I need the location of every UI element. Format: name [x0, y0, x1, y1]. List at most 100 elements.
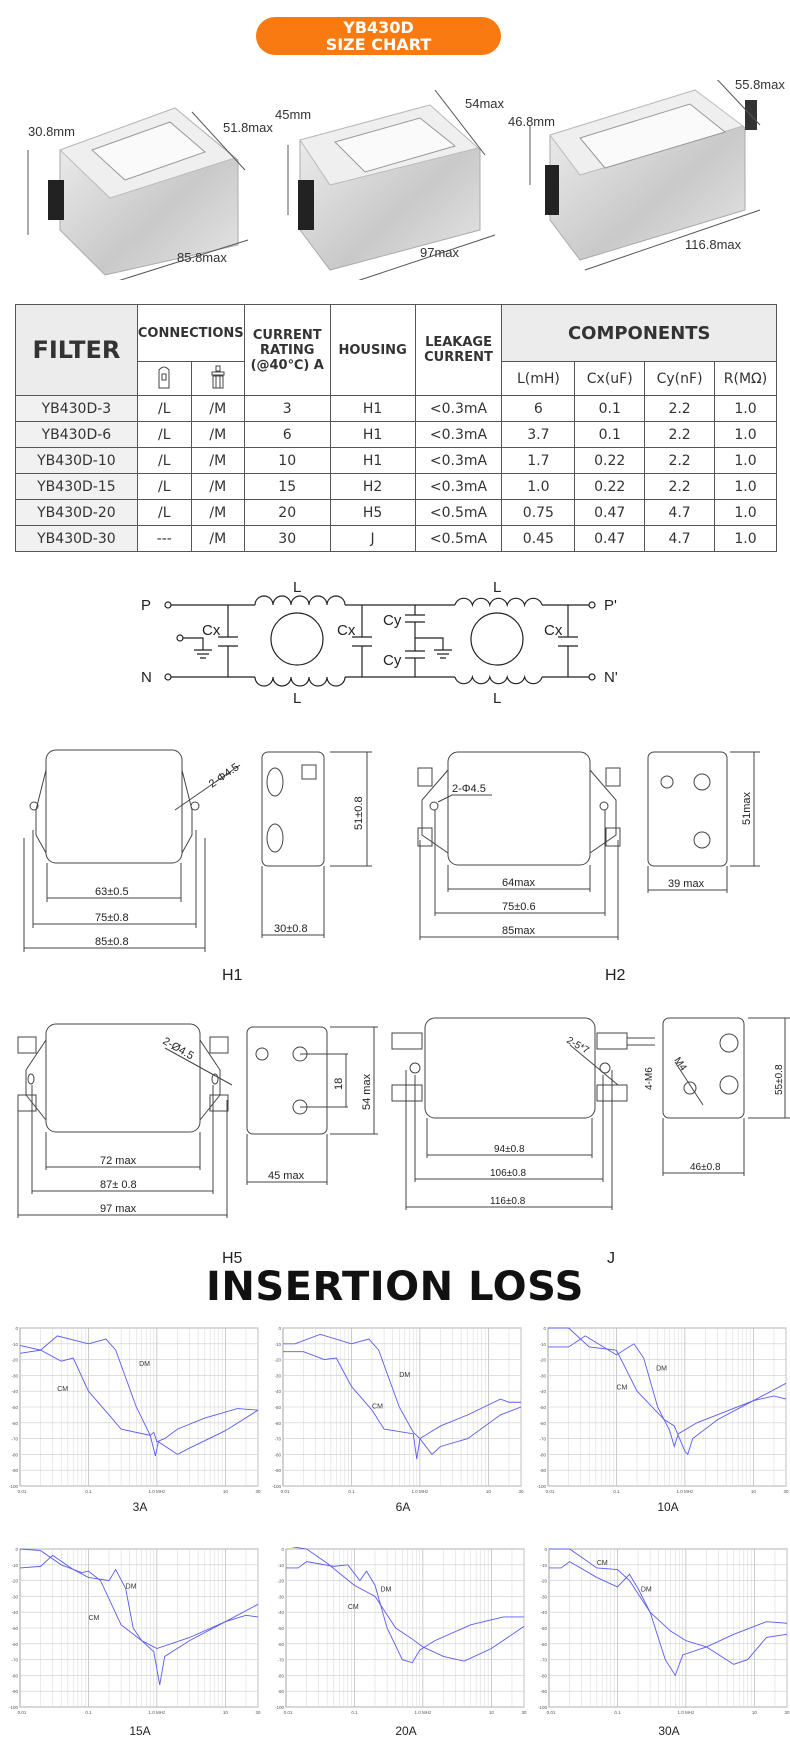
header-cx: Cx(uF)	[574, 361, 646, 396]
x-tick-label: 0.1	[351, 1710, 358, 1715]
cell-cx: 0.1	[574, 421, 646, 448]
cell-conn-screw: /M	[190, 421, 245, 448]
series-label-cm: CM	[372, 1404, 383, 1411]
cell-housing: H1	[329, 395, 416, 422]
series-label-cm: CM	[57, 1386, 68, 1393]
photo-1-depth: 51.8max	[223, 120, 273, 135]
h5-pitch: 18	[333, 1078, 345, 1090]
j-label: J	[607, 1250, 615, 1267]
x-tick-label: 0.01	[546, 1489, 555, 1494]
y-tick-label: -30	[274, 1373, 281, 1378]
y-tick-label: -90	[11, 1468, 18, 1473]
y-tick-label: -100	[272, 1484, 282, 1489]
y-tick-label: -90	[539, 1468, 546, 1473]
y-tick-label: -100	[538, 1705, 548, 1710]
y-tick-label: -50	[277, 1626, 284, 1631]
y-tick-label: -70	[11, 1658, 18, 1663]
cell-conn-screw: /M	[190, 525, 245, 552]
series-label-dm: DM	[139, 1361, 150, 1368]
y-tick-label: -60	[274, 1421, 281, 1426]
inductor-label: L	[493, 690, 501, 707]
h1-dim-1: 63±0.5	[95, 886, 129, 898]
h2-dim-1: 64max	[502, 877, 536, 889]
cell-leakage: <0.3mA	[414, 473, 503, 500]
x-tick-label: 1.0 MHz	[149, 1489, 167, 1494]
terminal-n-label: N	[141, 669, 152, 686]
cell-conn-faston: /L	[136, 499, 192, 526]
y-tick-label: -100	[9, 1705, 19, 1710]
cy-label: Cy	[383, 652, 402, 669]
y-tick-label: -80	[277, 1673, 284, 1678]
y-tick-label: -60	[11, 1642, 18, 1647]
series-line-cm	[19, 1349, 259, 1457]
terminal-n2-label: N'	[604, 669, 618, 686]
x-tick-label: 0.1	[614, 1710, 621, 1715]
h5-height: 54 max	[361, 1073, 373, 1110]
j-dim-1: 94±0.8	[494, 1144, 525, 1155]
photo-3-height: 46.8mm	[508, 114, 555, 129]
cell-model: YB430D-10	[15, 447, 138, 474]
product-photo-medium	[287, 89, 496, 280]
h1-label: H1	[222, 967, 243, 984]
product-photos	[27, 80, 761, 280]
y-tick-label: -20	[277, 1579, 284, 1584]
h1-dim-2: 75±0.8	[95, 912, 129, 924]
terminal-p2-label: P'	[604, 597, 617, 614]
h5-dim-1: 72 max	[100, 1155, 137, 1167]
banner-model: YB430D	[343, 18, 414, 37]
cy-label: Cy	[383, 612, 402, 629]
y-tick-label: -20	[540, 1579, 547, 1584]
x-tick-label: 0.1	[348, 1489, 355, 1494]
h5-dim-2: 87± 0.8	[100, 1179, 137, 1191]
y-tick-label: -40	[11, 1389, 18, 1394]
y-tick-label: -80	[539, 1452, 546, 1457]
cell-conn-screw: /M	[190, 473, 245, 500]
series-line-dm	[19, 1554, 259, 1650]
j-dim-3: 116±0.8	[490, 1196, 526, 1207]
series-label-dm: DM	[126, 1584, 137, 1591]
cell-cy: 2.2	[644, 395, 716, 422]
circuit-wires	[170, 604, 590, 678]
y-tick-label: -30	[539, 1373, 546, 1378]
h2-dim-2: 75±0.6	[502, 901, 536, 913]
y-tick-label: -40	[274, 1389, 281, 1394]
cell-conn-faston: /L	[136, 473, 192, 500]
y-tick-label: -100	[537, 1484, 547, 1489]
terminal-dots	[164, 601, 596, 681]
x-tick-label: 0.01	[281, 1489, 290, 1494]
cell-housing: H1	[329, 421, 416, 448]
series-line-cm	[19, 1548, 259, 1685]
h2-dim-3: 85max	[502, 925, 536, 937]
y-tick-label: -50	[11, 1626, 18, 1631]
cell-inductance: 1.7	[501, 447, 576, 474]
inductor-coils	[254, 595, 543, 687]
cell-cy: 2.2	[644, 421, 716, 448]
j-height: 55±0.8	[774, 1064, 785, 1095]
j-depth: 46±0.8	[690, 1162, 721, 1173]
y-tick-label: -50	[540, 1626, 547, 1631]
cx-label: Cx	[544, 622, 563, 639]
photo-3-depth: 55.8max	[735, 77, 785, 92]
x-tick-label: 0.01	[18, 1710, 27, 1715]
series-line-cm	[549, 1548, 788, 1665]
series-line-dm	[283, 1333, 521, 1440]
x-tick-label: 30	[784, 1710, 790, 1715]
y-tick-label: -80	[11, 1673, 18, 1678]
y-tick-label: 0	[543, 1326, 546, 1331]
chart-caption: 6A	[395, 1500, 411, 1514]
cell-cx: 0.47	[574, 525, 646, 552]
y-tick-label: -40	[539, 1389, 546, 1394]
series-label-dm: DM	[656, 1366, 667, 1373]
h2-hole: 2-Φ4.5	[452, 783, 486, 795]
chart-caption: 10A	[657, 1500, 679, 1514]
cell-housing: H1	[329, 447, 416, 474]
y-tick-label: -30	[11, 1373, 18, 1378]
cell-leakage: <0.3mA	[414, 421, 503, 448]
x-tick-label: 10	[223, 1710, 229, 1715]
y-tick-label: -50	[539, 1405, 546, 1410]
y-tick-label: -30	[540, 1594, 547, 1599]
cell-resistance: 1.0	[714, 447, 777, 474]
